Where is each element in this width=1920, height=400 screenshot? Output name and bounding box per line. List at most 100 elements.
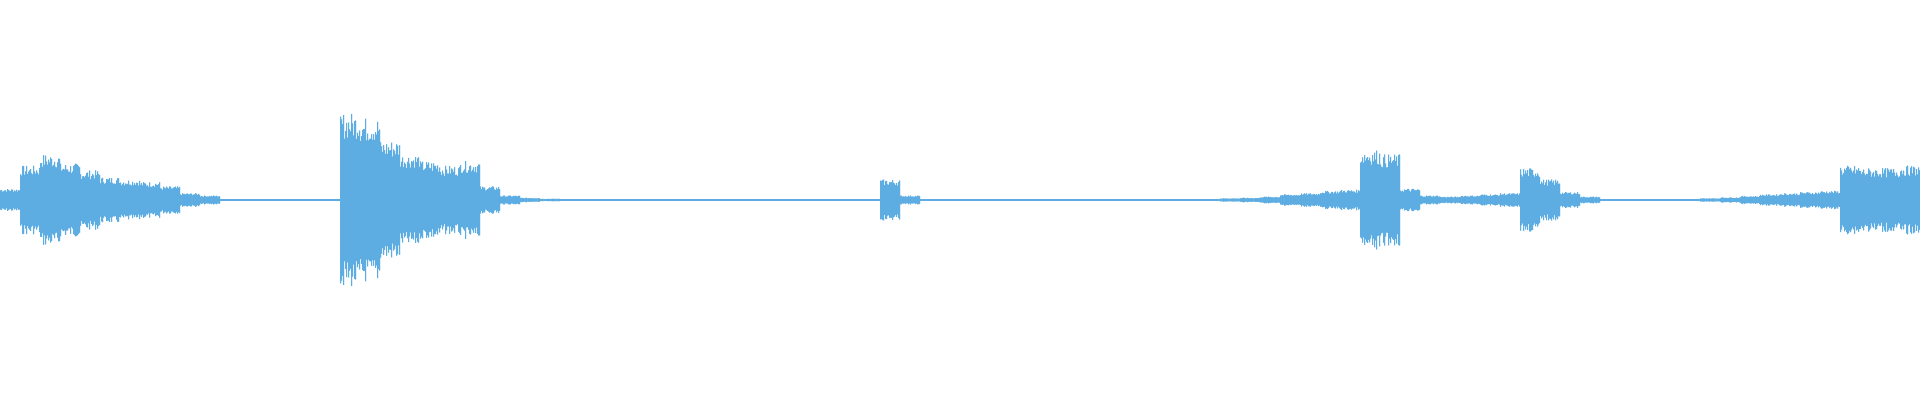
waveform-bar bbox=[1715, 198, 1717, 202]
waveform-bar bbox=[1119, 199, 1121, 201]
waveform-bar bbox=[936, 199, 938, 201]
waveform-bar bbox=[1426, 195, 1428, 205]
waveform-bar bbox=[725, 199, 727, 201]
waveform-bar bbox=[415, 156, 417, 244]
waveform-bar bbox=[931, 199, 933, 201]
waveform-bar bbox=[303, 199, 305, 201]
waveform-bar bbox=[1184, 199, 1186, 201]
waveform-bar bbox=[1906, 166, 1908, 234]
waveform-bar bbox=[340, 116, 342, 284]
waveform-bar bbox=[781, 199, 783, 201]
waveform-bar bbox=[1286, 195, 1288, 205]
waveform-bar bbox=[1008, 199, 1010, 201]
waveform-bar bbox=[1032, 199, 1034, 201]
waveform-bar bbox=[1409, 190, 1411, 210]
waveform-bar bbox=[584, 199, 586, 201]
waveform-bar bbox=[517, 196, 519, 204]
waveform-bar bbox=[1472, 195, 1474, 205]
waveform-bar bbox=[1677, 199, 1679, 201]
waveform-bar bbox=[1670, 199, 1672, 201]
waveform-bar bbox=[982, 199, 984, 201]
waveform-bar bbox=[1385, 163, 1387, 237]
waveform-bar bbox=[780, 199, 782, 201]
waveform-bar bbox=[294, 199, 296, 201]
waveform-bar bbox=[1671, 199, 1673, 201]
waveform-bar bbox=[1703, 198, 1705, 202]
waveform-bar bbox=[1403, 191, 1405, 209]
waveform-bar bbox=[823, 199, 825, 201]
waveform-bar bbox=[1643, 199, 1645, 201]
waveform-bar bbox=[1010, 199, 1012, 201]
waveform-bar bbox=[833, 199, 835, 201]
waveform-bar bbox=[275, 199, 277, 201]
waveform-bar bbox=[941, 199, 943, 201]
waveform-bar bbox=[1858, 167, 1860, 233]
waveform-bar bbox=[1265, 196, 1267, 204]
waveform-bar bbox=[951, 199, 953, 201]
waveform-bar bbox=[250, 199, 252, 201]
waveform-bar bbox=[870, 199, 872, 201]
waveform-bar bbox=[628, 199, 630, 201]
waveform-bar bbox=[341, 119, 343, 281]
waveform-bar bbox=[1578, 194, 1580, 206]
waveform-bar bbox=[1572, 194, 1574, 206]
waveform-bar bbox=[1550, 180, 1552, 220]
waveform-bar bbox=[499, 188, 501, 212]
waveform-bar bbox=[137, 182, 139, 218]
waveform-bar bbox=[541, 198, 543, 202]
waveform-bar bbox=[0, 190, 2, 210]
waveform-bar bbox=[1269, 196, 1271, 204]
waveform-bar bbox=[238, 199, 240, 201]
waveform-bar bbox=[917, 195, 919, 205]
waveform-bar bbox=[1037, 199, 1039, 201]
waveform-bar bbox=[1545, 182, 1547, 218]
waveform-bar bbox=[967, 199, 969, 201]
waveform-bar bbox=[339, 199, 341, 201]
waveform-bar bbox=[1352, 191, 1354, 209]
waveform-bar bbox=[673, 199, 675, 201]
waveform-bar bbox=[1628, 199, 1630, 201]
waveform-bar bbox=[1729, 197, 1731, 203]
waveform-bar bbox=[1288, 194, 1290, 206]
waveform-bar bbox=[965, 199, 967, 201]
waveform-bar bbox=[1432, 196, 1434, 204]
waveform-bar bbox=[1657, 199, 1659, 201]
waveform-bar bbox=[1244, 197, 1246, 203]
waveform-bar bbox=[560, 199, 562, 201]
waveform-bar bbox=[735, 199, 737, 201]
waveform-bar bbox=[1808, 192, 1810, 208]
waveform-bar bbox=[698, 199, 700, 201]
waveform-bar bbox=[1086, 199, 1088, 201]
waveform-bar bbox=[1874, 176, 1876, 224]
waveform-bar bbox=[1665, 199, 1667, 201]
waveform-bar bbox=[1224, 198, 1226, 202]
waveform-bar bbox=[1358, 190, 1360, 210]
waveform-bar bbox=[1162, 199, 1164, 201]
waveform-bar bbox=[225, 199, 227, 201]
waveform-bar bbox=[239, 199, 241, 201]
waveform-bar bbox=[1622, 199, 1624, 201]
waveform-bar bbox=[1302, 194, 1304, 206]
waveform-bar bbox=[968, 199, 970, 201]
waveform-bar bbox=[162, 189, 164, 211]
waveform-bar bbox=[1797, 194, 1799, 206]
waveform-bar bbox=[1382, 167, 1384, 233]
waveform-bar bbox=[1635, 199, 1637, 201]
waveform-bar bbox=[661, 199, 663, 201]
waveform-bar bbox=[1124, 199, 1126, 201]
waveform-bar bbox=[718, 199, 720, 201]
waveform-bar bbox=[157, 185, 159, 215]
waveform-bar bbox=[797, 199, 799, 201]
waveform-bar bbox=[90, 179, 92, 221]
waveform-bar bbox=[1378, 164, 1380, 236]
waveform-bar bbox=[511, 196, 513, 204]
waveform-bar bbox=[1146, 199, 1148, 201]
waveform-bar bbox=[784, 199, 786, 201]
waveform-bar bbox=[171, 188, 173, 212]
waveform-bar bbox=[6, 191, 8, 209]
waveform-bar bbox=[1798, 195, 1800, 205]
waveform-bar bbox=[1325, 191, 1327, 209]
waveform-bar bbox=[514, 196, 516, 204]
waveform-bar bbox=[528, 198, 530, 202]
